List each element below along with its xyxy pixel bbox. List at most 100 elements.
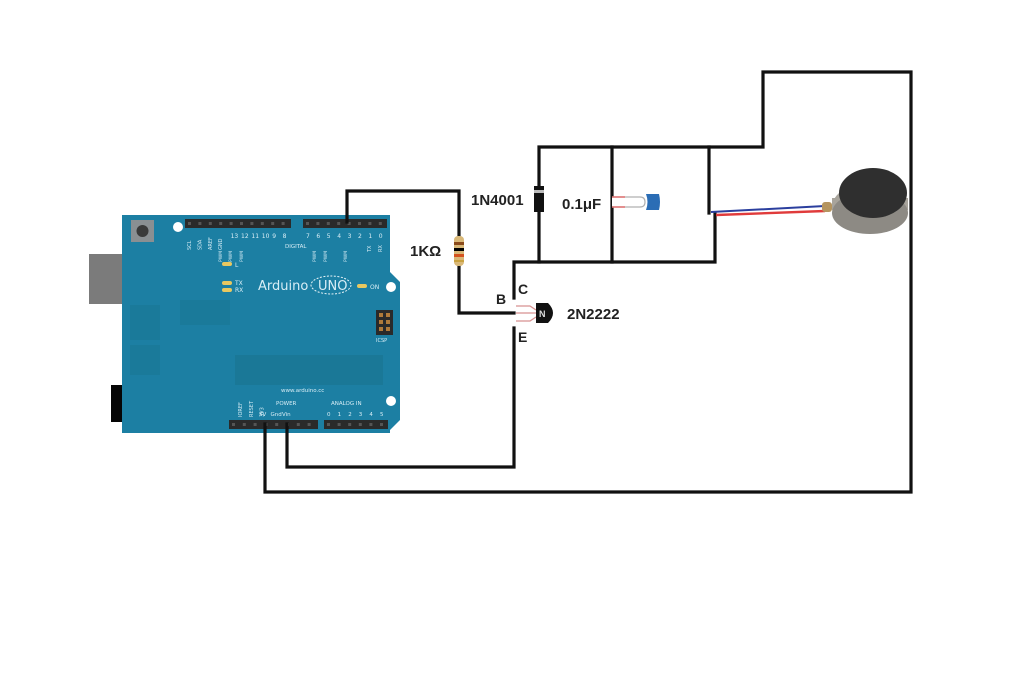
diode: 1N4001 — [471, 186, 544, 212]
vibration-motor — [710, 168, 908, 234]
capacitor: 0.1μF — [562, 194, 660, 213]
header-pin[interactable] — [380, 423, 383, 426]
header-pin[interactable] — [358, 222, 361, 225]
icsp-header — [376, 310, 393, 335]
digital-header-left — [185, 219, 291, 228]
resistor-label: 1KΩ — [410, 243, 441, 260]
icsp-pins — [379, 313, 390, 331]
power-label: POWER — [276, 401, 297, 407]
pwm-marker: PWM — [343, 251, 349, 262]
header-pin[interactable] — [326, 222, 330, 225]
pin-label: 0 — [379, 233, 383, 240]
pwm-marker: PWM — [218, 251, 224, 262]
wire-resistor-to-base — [457, 264, 516, 315]
wire-5v-supply — [263, 70, 913, 494]
header-pin[interactable] — [219, 222, 223, 225]
header-pin[interactable] — [188, 222, 191, 225]
reset-button-cap[interactable] — [136, 225, 149, 237]
power-pin-label: IOREF — [238, 402, 244, 417]
header-pin[interactable] — [232, 423, 235, 426]
led-label-l: L — [235, 262, 239, 269]
capacitor-label: 0.1μF — [562, 196, 601, 213]
analog-header — [324, 420, 388, 429]
pin-label: 9 — [272, 233, 276, 240]
analog-pin-label: 4 — [369, 412, 373, 418]
transistor-pin-c: C — [518, 281, 528, 297]
uno-badge — [310, 275, 352, 295]
analog-pin-label: 2 — [348, 412, 352, 418]
header-pin[interactable] — [316, 222, 320, 225]
pin-label: 10 — [262, 233, 270, 240]
on-label: ON — [370, 284, 379, 291]
header-pin-dots — [188, 222, 382, 225]
header-pin[interactable] — [198, 222, 202, 225]
header-pin[interactable] — [281, 222, 285, 225]
power-header — [229, 420, 318, 429]
header-pin[interactable] — [348, 423, 352, 426]
mounting-hole — [386, 282, 396, 292]
header-pin[interactable] — [250, 222, 254, 225]
brand-label: Arduino — [258, 279, 308, 294]
header-pin[interactable] — [296, 423, 300, 426]
header-pin[interactable] — [337, 222, 341, 225]
header-pin[interactable] — [208, 222, 212, 225]
header-pin[interactable] — [240, 222, 243, 225]
analog-pin-label: 5 — [380, 412, 384, 418]
header-pin[interactable] — [242, 423, 246, 426]
header-pin[interactable] — [275, 423, 279, 426]
digital-header-right — [303, 219, 387, 228]
mounting-hole — [173, 222, 183, 232]
pin-label: 1 — [368, 233, 372, 240]
header-pin[interactable] — [229, 222, 233, 225]
header-pin[interactable] — [271, 222, 275, 225]
power-pin-label: Gnd — [271, 412, 282, 418]
transistor: N 2N2222 B C E — [496, 281, 620, 345]
header-pin[interactable] — [307, 423, 311, 426]
led-rx — [222, 288, 232, 292]
pin-label: SCL — [187, 240, 193, 250]
diode-band — [534, 190, 544, 193]
header-pin[interactable] — [358, 423, 362, 426]
led-label-tx: TX — [234, 280, 243, 287]
pin-label: SDA — [197, 239, 203, 250]
pin-label-tx: TX — [367, 245, 373, 253]
capacitor-body — [646, 194, 660, 210]
header-pin[interactable] — [260, 222, 264, 225]
url-label: www.arduino.cc — [281, 388, 324, 394]
analog-pin-label: 1 — [338, 412, 342, 418]
pin-label: 6 — [316, 233, 320, 240]
header-pin[interactable] — [347, 222, 351, 225]
header-pin[interactable] — [337, 423, 341, 426]
transistor-pin-e: E — [518, 329, 527, 345]
led-tx — [222, 281, 232, 285]
board-area — [180, 300, 230, 325]
header-pin[interactable] — [327, 423, 330, 426]
pin-label: 3 — [348, 233, 352, 240]
wire-pin3-to-resistor — [345, 189, 461, 238]
header-pin[interactable] — [369, 423, 373, 426]
pwm-marker: PWM — [312, 251, 318, 262]
capacitor-leads — [612, 196, 646, 208]
header-pin[interactable] — [253, 423, 257, 426]
model-label: UNO — [318, 279, 347, 294]
header-pin[interactable] — [368, 222, 372, 225]
wire-emitter-to-gnd — [285, 326, 516, 469]
resistor: 1KΩ — [410, 236, 464, 266]
motor-top — [839, 168, 907, 218]
board-area — [130, 305, 160, 340]
header-pin[interactable] — [378, 222, 382, 225]
led-label-rx: RX — [235, 287, 243, 294]
pin-label: 4 — [337, 233, 341, 240]
pwm-marker: PWM — [228, 251, 234, 262]
diode-body — [534, 186, 544, 212]
motor-wire-blue — [710, 205, 826, 213]
board-area — [130, 345, 160, 375]
icsp-label: ICSP — [376, 338, 387, 344]
transistor-label: 2N2222 — [567, 306, 620, 323]
mounting-hole — [386, 396, 396, 406]
power-pin-label: Vin — [282, 412, 291, 418]
transistor-mark: N — [539, 309, 546, 319]
header-pin[interactable] — [306, 222, 309, 225]
